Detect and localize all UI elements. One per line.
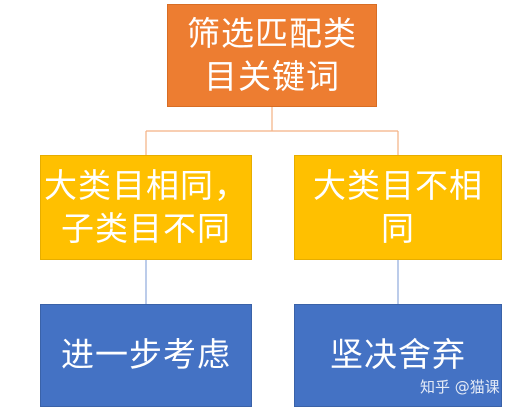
- watermark-text: 知乎 @猫课: [420, 378, 500, 396]
- branch-node-different-category: 大类目不相 同: [294, 155, 502, 260]
- outcome-node-consider: 进一步考虑: [40, 304, 252, 407]
- outcome-node-discard: 坚决舍弃: [294, 304, 502, 407]
- root-node: 筛选匹配类 目关键词: [167, 4, 377, 107]
- branch-node-same-category: 大类目相同， 子类目不同: [40, 155, 252, 260]
